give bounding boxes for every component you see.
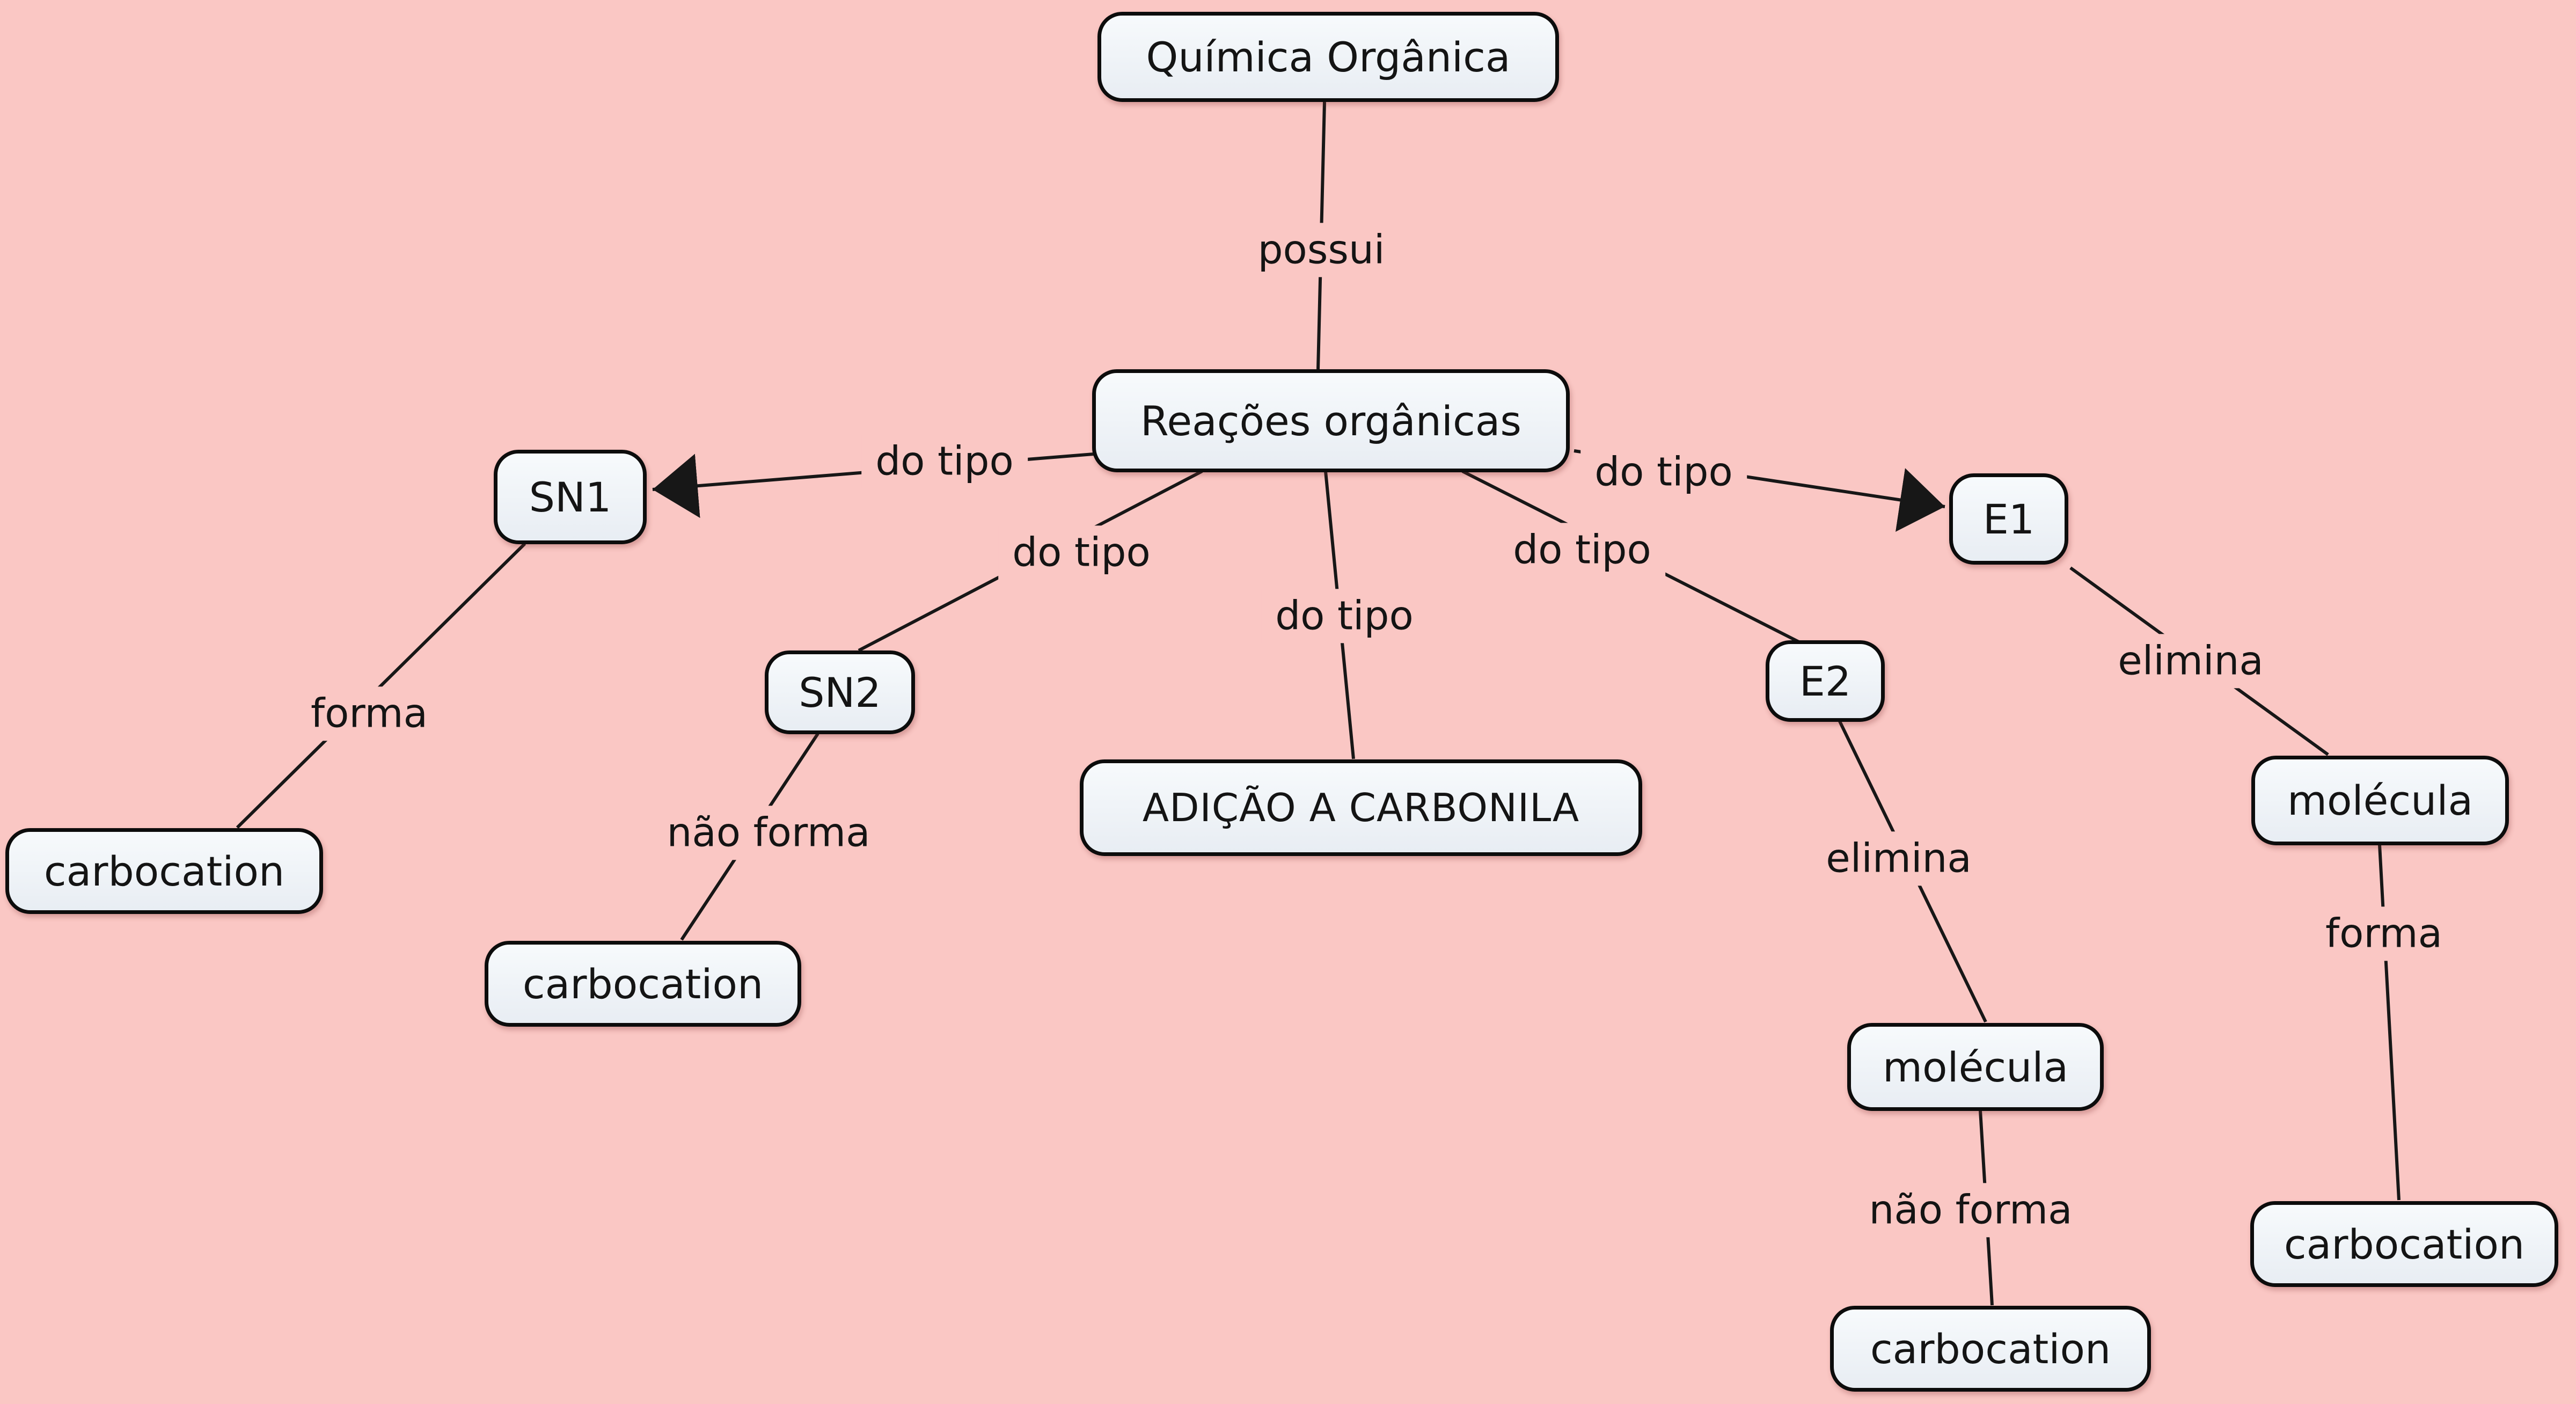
edge-label-forma-e1[interactable]: forma <box>2311 906 2456 961</box>
edge-label-nao-forma-e2[interactable]: não forma <box>1855 1183 2087 1238</box>
edge-label-do-tipo-sn2[interactable]: do tipo <box>998 525 1165 580</box>
node-adicao[interactable]: ADIÇÃO A CARBONILA <box>1080 759 1642 856</box>
edge-label-do-tipo-sn1[interactable]: do tipo <box>861 434 1028 489</box>
edge-label-do-tipo-adicao[interactable]: do tipo <box>1261 589 1428 644</box>
node-e1[interactable]: E1 <box>1949 473 2068 565</box>
node-quimica[interactable]: Química Orgânica <box>1097 12 1559 102</box>
node-carb-sn2[interactable]: carbocation <box>485 941 801 1027</box>
edge-label-do-tipo-e1[interactable]: do tipo <box>1580 445 1747 500</box>
edge-label-possui[interactable]: possui <box>1243 223 1399 277</box>
node-carb-e2[interactable]: carbocation <box>1830 1306 2151 1392</box>
edge-label-forma-sn1[interactable]: forma <box>297 686 442 741</box>
node-reacoes[interactable]: Reações orgânicas <box>1092 369 1570 472</box>
edge-line-forma-sn1 <box>236 542 526 829</box>
node-mol-e2[interactable]: molécula <box>1847 1023 2104 1111</box>
node-e2[interactable]: E2 <box>1766 640 1885 722</box>
edge-line-forma-e1 <box>2378 844 2401 1201</box>
node-sn2[interactable]: SN2 <box>765 650 915 734</box>
edge-label-elimina-e2[interactable]: elimina <box>1812 831 1986 886</box>
edge-label-do-tipo-e2[interactable]: do tipo <box>1499 523 1665 577</box>
node-mol-e1[interactable]: molécula <box>2251 756 2509 845</box>
edge-label-nao-forma-sn2[interactable]: não forma <box>653 806 884 860</box>
node-carb-sn1[interactable]: carbocation <box>5 828 323 914</box>
node-carb-e1[interactable]: carbocation <box>2250 1201 2558 1287</box>
node-sn1[interactable]: SN1 <box>494 450 647 544</box>
edge-label-elimina-e1[interactable]: elimina <box>2104 634 2278 689</box>
